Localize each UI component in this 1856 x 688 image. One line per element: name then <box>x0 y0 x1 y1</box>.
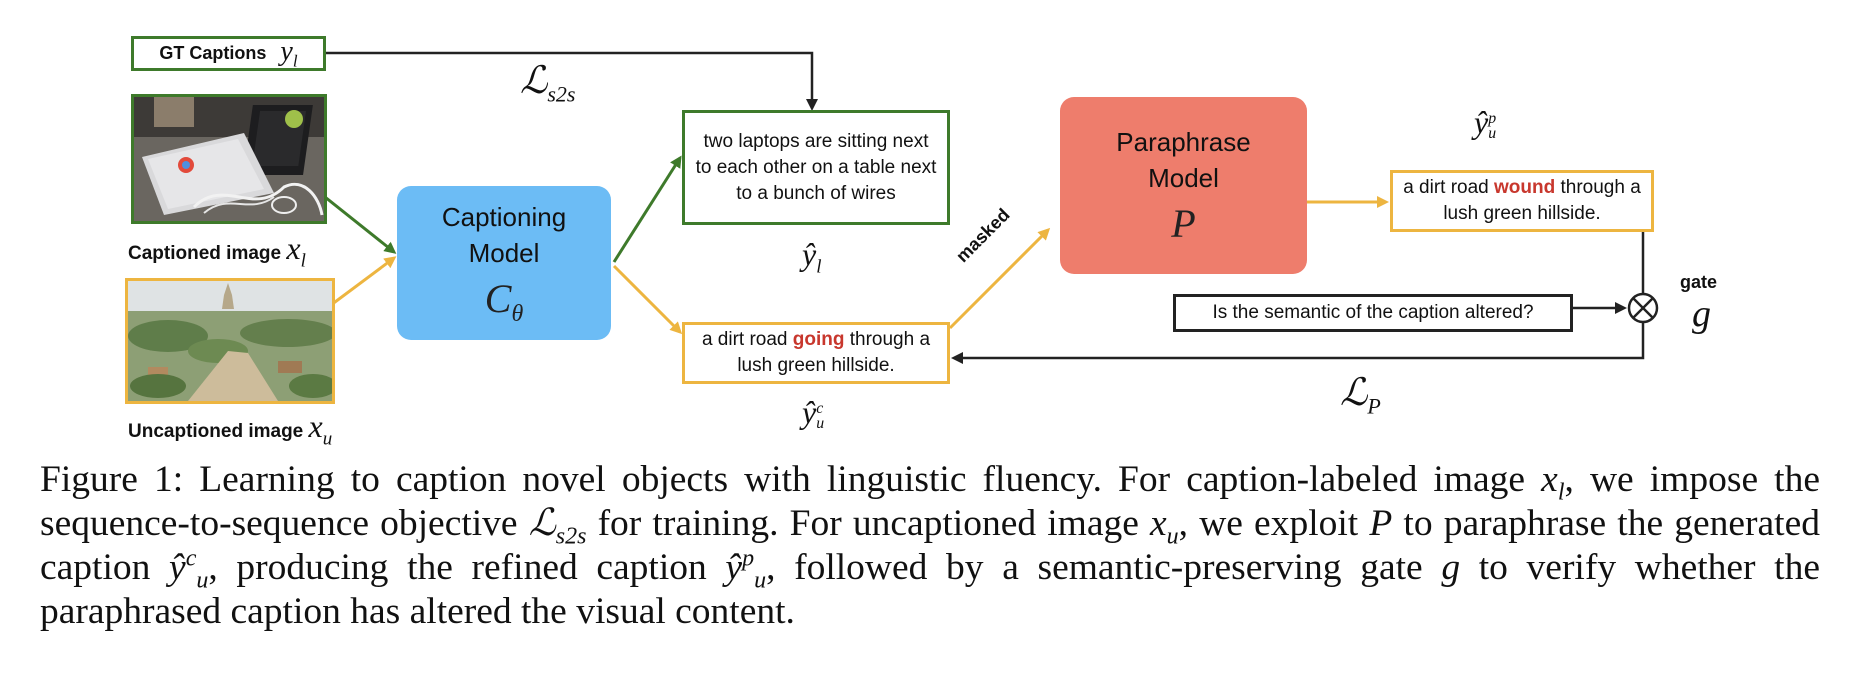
generated-caption-highlight: going <box>792 329 845 350</box>
generated-caption-box: a dirt road going through a lush green h… <box>682 322 950 384</box>
captioned-image-label: Captioned image xl <box>128 230 306 272</box>
gt-output-text: two laptops are sitting next to each oth… <box>695 130 937 204</box>
paraphrase-model: Paraphrase Model P <box>1060 97 1307 274</box>
gt-output-box: two laptops are sitting next to each oth… <box>682 110 950 225</box>
captioned-image <box>131 94 327 224</box>
refined-caption-box: a dirt road wound through a lush green h… <box>1390 170 1654 232</box>
gate-question-box: Is the semantic of the caption altered? <box>1173 294 1573 332</box>
figure-caption: Figure 1: Learning to caption novel obje… <box>40 459 1820 632</box>
uncaptioned-image <box>125 278 335 404</box>
refined-caption-text: a dirt road wound through a lush green h… <box>1403 177 1641 224</box>
captioning-model-line1: Captioning <box>441 201 567 232</box>
feedback-arrow <box>951 323 1645 364</box>
gate-question-text: Is the semantic of the caption altered? <box>1212 302 1534 323</box>
gate-operator-icon <box>1627 292 1659 324</box>
gate-symbol: g <box>1692 293 1711 335</box>
landscape-photo-illustration <box>128 281 332 401</box>
framework-diagram: GT Captions yl Captioned image xl <box>125 36 1718 450</box>
paraphrase-model-line2: Model <box>1148 163 1219 193</box>
refined-caption-highlight: wound <box>1494 177 1556 198</box>
gt-to-output-arrow <box>276 51 818 111</box>
uncaptioned-image-label: Uncaptioned image xu <box>128 408 333 450</box>
loss-s2s-label: ℒs2s <box>520 60 576 107</box>
gt-captions-symbol: yl <box>280 35 298 71</box>
gate-label: gate <box>1680 272 1718 292</box>
paraphrase-model-symbol: P <box>1171 201 1196 246</box>
paraphrase-model-line1: Paraphrase <box>1116 127 1251 157</box>
model-to-gt-output-arrow <box>612 155 682 263</box>
model-to-generated-arrow <box>612 264 683 335</box>
captioning-model: Captioning Model Cθ <box>397 186 611 340</box>
captioning-model-symbol: Cθ <box>484 275 524 327</box>
generated-caption-text: a dirt road going through a lush green h… <box>701 329 931 376</box>
loss-p-label: ℒP <box>1340 372 1381 419</box>
gt-output-symbol: ŷl <box>802 236 822 278</box>
gt-captions-label: GT Captions <box>159 43 267 63</box>
gt-captions-box: GT Captions yl <box>131 36 326 71</box>
masked-arrow <box>948 227 1051 330</box>
captioning-model-line2: Model <box>468 237 540 268</box>
laptops-photo-illustration <box>134 97 324 221</box>
